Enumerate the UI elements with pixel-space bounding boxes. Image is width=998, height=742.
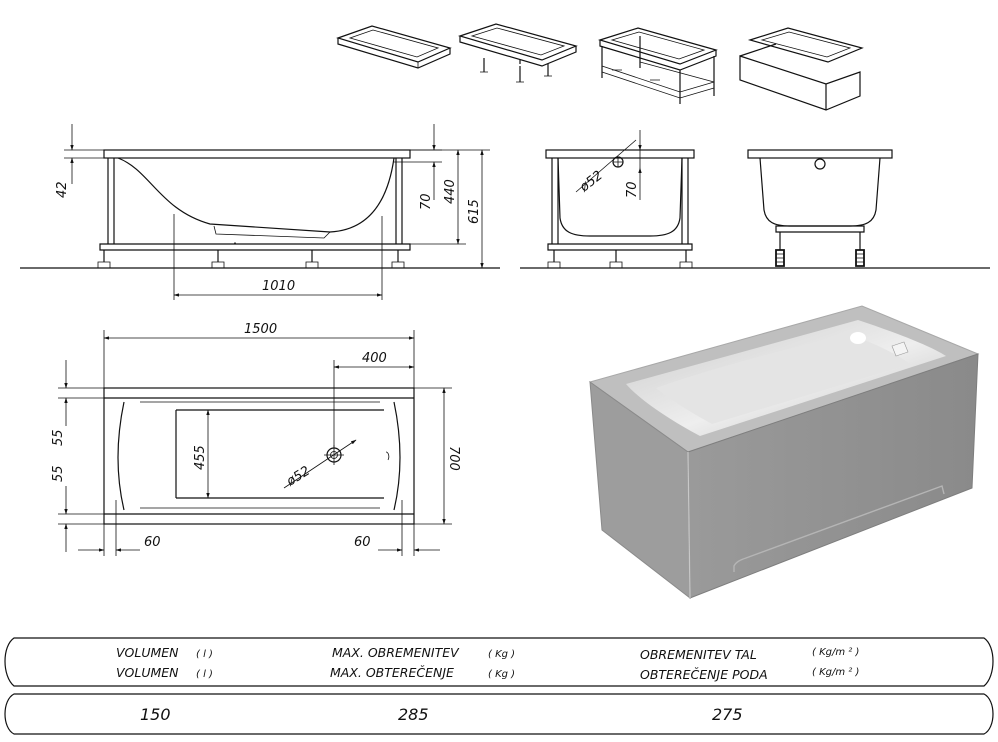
header-floor-load-sl: OBREMENITEV TAL: [640, 647, 757, 662]
dim-615: 615: [467, 199, 482, 224]
thumb-built-in-tub: [336, 25, 452, 69]
spec-value-band: [4, 693, 994, 735]
thumb-tub-with-frame: [597, 27, 718, 104]
spec-header-band: [4, 637, 994, 687]
header-max-load-hr: MAX. OBTEREČENJE: [330, 665, 454, 680]
header-max-load-unit-sl: ( Kg ): [488, 649, 515, 660]
header-max-load-sl: MAX. OBREMENITEV: [332, 645, 460, 660]
front-elevation-view: ø52 70: [520, 130, 990, 269]
header-volumen-unit-hr: ( l ): [196, 669, 213, 680]
dim-1010: 1010: [262, 279, 295, 294]
dim-42: 42: [55, 181, 70, 198]
header-floor-load-unit-hr: ( Kg/m ² ): [812, 667, 859, 678]
dim-60-right: 60: [354, 535, 371, 550]
value-floor-load: 275: [712, 705, 743, 724]
value-max-load: 285: [398, 705, 429, 724]
value-volumen: 150: [140, 705, 171, 724]
header-floor-load-unit-sl: ( Kg/m ² ): [812, 647, 859, 658]
dim-55-bottom: 55: [51, 465, 66, 482]
plan-outline: [103, 387, 415, 525]
dim-70-side: 70: [419, 193, 434, 210]
dim-60-left: 60: [144, 535, 161, 550]
dim-400: 400: [362, 351, 387, 366]
side-basin-profile: [117, 157, 395, 233]
header-floor-load-hr: OBTEREČENJE PODA: [640, 667, 768, 682]
bathtub-3d-render: [588, 305, 980, 600]
dim-70-front: 70: [625, 181, 640, 198]
dim-55-top: 55: [51, 429, 66, 446]
dim-455: 455: [193, 445, 208, 470]
thumb-tub-with-panel: [739, 27, 864, 111]
front-basin: [557, 157, 683, 237]
side-rim: [103, 149, 411, 159]
header-volumen-hr: VOLUMEN: [116, 665, 179, 680]
side-elevation-view: 42 70 440 615 1010: [20, 124, 500, 300]
header-volumen-unit-sl: ( l ): [196, 649, 213, 660]
plan-head-curve: [117, 401, 125, 511]
dim-1500: 1500: [244, 322, 277, 337]
spec-table: VOLUMEN ( l ) VOLUMEN ( l ) MAX. OBREMEN…: [4, 637, 994, 735]
header-volumen-sl: VOLUMEN: [116, 645, 179, 660]
plan-foot-curve: [393, 401, 401, 511]
variant-thumbnails: [336, 23, 864, 111]
plan-view: 1500 400 55 55 455 ø52 700 60: [51, 322, 461, 556]
dim-700: 700: [446, 446, 461, 471]
header-max-load-unit-hr: ( Kg ): [488, 669, 515, 680]
plan-rim-lines: [104, 397, 414, 515]
dim-52-front: ø52: [576, 168, 605, 196]
dim-52-plan: ø52: [283, 464, 313, 490]
thumb-tub-with-legs: [457, 23, 578, 83]
front-view-with-legs: [747, 149, 893, 267]
dim-440: 440: [443, 179, 458, 204]
